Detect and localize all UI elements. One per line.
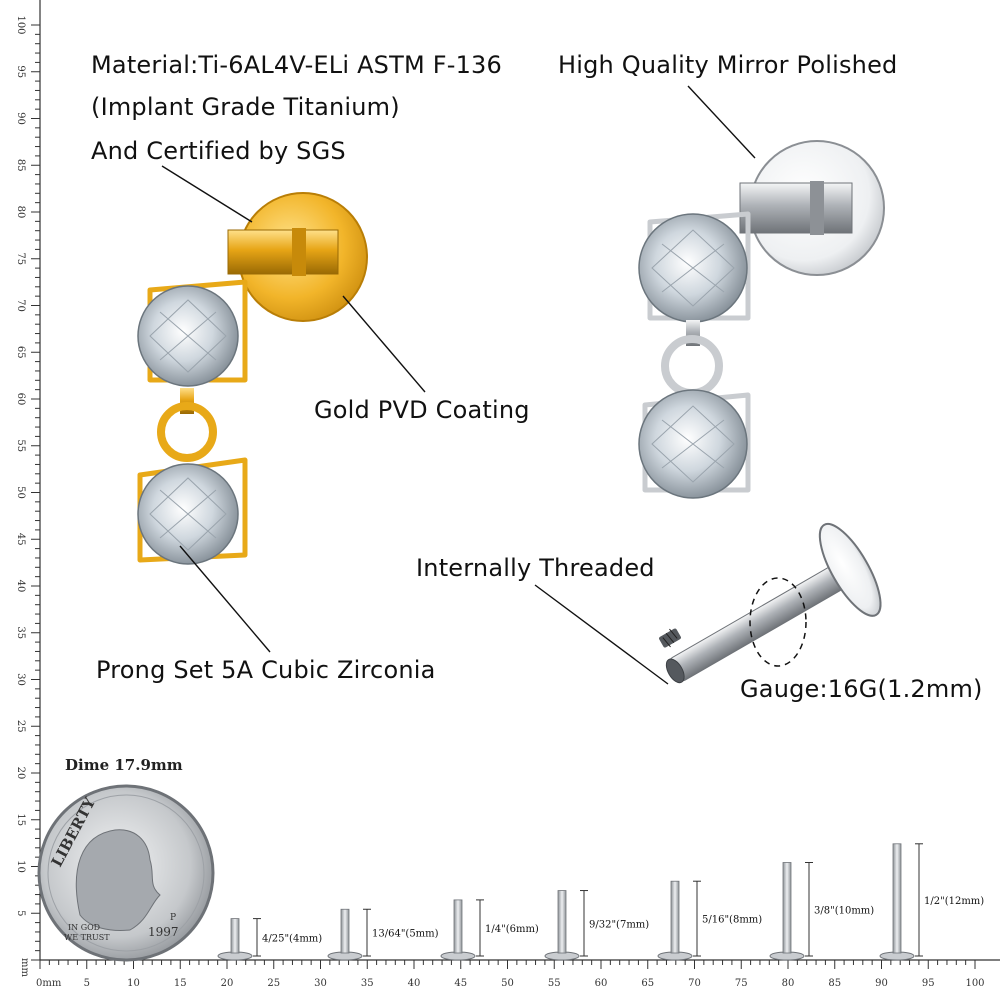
ruler-left-number: 90 bbox=[15, 112, 26, 125]
ruler-bottom-number: 50 bbox=[501, 978, 514, 989]
material-line-2: (Implant Grade Titanium) bbox=[91, 93, 400, 121]
post-shaft bbox=[230, 918, 240, 954]
ruler-bottom-number: 65 bbox=[641, 978, 654, 989]
dime-in-god: IN GOD bbox=[68, 923, 100, 932]
ruler-left-number: 70 bbox=[15, 299, 26, 312]
post-size-item: 13/64"(5mm) bbox=[327, 908, 439, 961]
post-shaft bbox=[670, 880, 680, 954]
ruler-bottom-number: 70 bbox=[688, 978, 701, 989]
post-size-item: 4/25"(4mm) bbox=[217, 918, 322, 961]
dime-we-trust: WE TRUST bbox=[64, 933, 110, 942]
post-size-label: 9/32"(7mm) bbox=[589, 919, 649, 930]
ruler-left-number: 45 bbox=[15, 533, 26, 546]
threaded-post bbox=[659, 522, 882, 684]
screw-icon bbox=[659, 628, 681, 648]
prong-set-label: Prong Set 5A Cubic Zirconia bbox=[96, 656, 436, 684]
post-size-label: 5/16"(8mm) bbox=[702, 915, 762, 926]
ruler-bottom-number: 80 bbox=[782, 978, 795, 989]
post-shaft bbox=[340, 908, 350, 954]
post-size-label: 13/64"(5mm) bbox=[372, 929, 439, 940]
ruler-bottom-number: 35 bbox=[361, 978, 374, 989]
ruler-bottom-number: 55 bbox=[548, 978, 561, 989]
ruler-bottom-number: 85 bbox=[828, 978, 841, 989]
dime-year: 1997 bbox=[148, 925, 179, 939]
ruler-left-number: 75 bbox=[15, 252, 26, 265]
internally-threaded-label: Internally Threaded bbox=[416, 554, 655, 582]
ruler-left-number: 85 bbox=[15, 159, 26, 172]
ruler-bottom-number: 45 bbox=[454, 978, 467, 989]
post-size-chart: 4/25"(4mm) 13/64"(5mm) 1/4"(6mm) 9/32"(7mm)… bbox=[217, 843, 984, 961]
ruler-left-number: 95 bbox=[15, 65, 26, 78]
post-size-item: 1/2"(12mm) bbox=[879, 843, 984, 961]
ruler-bottom-number: 60 bbox=[595, 978, 608, 989]
ruler-bottom-number: 25 bbox=[267, 978, 280, 989]
ruler-left-number: 35 bbox=[15, 626, 26, 639]
ruler-left-number: 60 bbox=[15, 393, 26, 406]
ruler-left-number: 15 bbox=[15, 813, 26, 826]
post-shaft bbox=[892, 843, 902, 954]
ruler-left-number: 20 bbox=[15, 767, 26, 780]
gold-coating-label: Gold PVD Coating bbox=[314, 396, 530, 424]
post-size-label: 1/4"(6mm) bbox=[485, 924, 539, 935]
ruler-left-number: 65 bbox=[15, 346, 26, 359]
gauge-label: Gauge:16G(1.2mm) bbox=[740, 675, 983, 703]
ruler-left-number: 10 bbox=[15, 860, 26, 873]
ruler-left-number: 80 bbox=[15, 206, 26, 219]
post-size-item: 1/4"(6mm) bbox=[440, 899, 539, 961]
ruler: 0mm 5 10 15 20 25 30 35 40 45 50 55 60 65 70 75 80 85 90 95… bbox=[15, 0, 1000, 989]
ruler-bottom-start-label: 0mm bbox=[36, 978, 62, 989]
ruler-bottom-number: 90 bbox=[875, 978, 888, 989]
ruler-left-number: 50 bbox=[15, 486, 26, 499]
post-size-label: 1/2"(12mm) bbox=[924, 896, 984, 907]
ruler-bottom-number: 30 bbox=[314, 978, 327, 989]
ruler-bottom-number: 75 bbox=[735, 978, 748, 989]
ruler-bottom-number: 40 bbox=[408, 978, 421, 989]
ruler-left-unit: mm bbox=[19, 958, 30, 977]
post-size-item: 9/32"(7mm) bbox=[544, 890, 649, 961]
ruler-bottom-number: 20 bbox=[221, 978, 234, 989]
post-shaft bbox=[453, 899, 463, 954]
post-size-label: 3/8"(10mm) bbox=[814, 905, 874, 916]
ruler-left-number: 40 bbox=[15, 580, 26, 593]
ruler-bottom-number: 100 bbox=[965, 978, 984, 989]
dime-caption: Dime 17.9mm bbox=[65, 756, 183, 774]
post-size-item: 5/16"(8mm) bbox=[657, 880, 762, 961]
ruler-left-number: 30 bbox=[15, 673, 26, 686]
gold-earring bbox=[137, 192, 368, 565]
post-shaft bbox=[782, 862, 792, 954]
ruler-bottom-number: 5 bbox=[84, 978, 90, 989]
material-line-1: Material:Ti-6AL4V-ELi ASTM F-136 bbox=[91, 51, 502, 79]
mirror-polished-label: High Quality Mirror Polished bbox=[558, 51, 898, 79]
post-size-label: 4/25"(4mm) bbox=[262, 933, 322, 944]
ruler-bottom-number: 10 bbox=[127, 978, 140, 989]
ruler-bottom-number: 95 bbox=[922, 978, 935, 989]
ruler-left-number: 100 bbox=[15, 15, 26, 34]
silver-earring bbox=[638, 140, 885, 499]
ruler-left-number: 5 bbox=[15, 910, 26, 916]
dime: LIBERTY IN GOD WE TRUST 1997 P bbox=[37, 784, 215, 962]
post-shaft bbox=[557, 890, 567, 954]
ruler-bottom-number: 15 bbox=[174, 978, 187, 989]
ruler-left-number: 55 bbox=[15, 439, 26, 452]
material-line-3: And Certified by SGS bbox=[91, 137, 346, 165]
post-size-item: 3/8"(10mm) bbox=[769, 862, 874, 961]
dime-mint: P bbox=[170, 913, 176, 923]
ruler-left-number: 25 bbox=[15, 720, 26, 733]
callout-lines bbox=[161, 85, 756, 685]
